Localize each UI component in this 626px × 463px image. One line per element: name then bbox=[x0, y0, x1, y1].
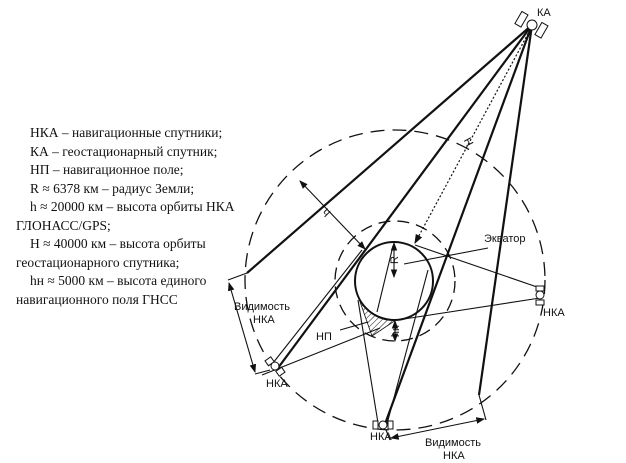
nka-line bbox=[478, 394, 487, 421]
H-label: H bbox=[462, 135, 476, 148]
ka-beam bbox=[477, 24, 534, 396]
legend-line: H ≈ 40000 км – высота орбиты bbox=[30, 236, 206, 251]
nka-line bbox=[272, 249, 363, 364]
np-leader bbox=[339, 321, 369, 331]
hn-label: hн bbox=[390, 325, 402, 337]
nka-line bbox=[254, 369, 271, 375]
nka-line bbox=[357, 299, 379, 424]
ka-beam bbox=[277, 24, 533, 369]
gnss-orbit bbox=[244, 129, 546, 431]
legend-line: навигационного поля ГНСС bbox=[16, 291, 178, 307]
R-label: R bbox=[389, 256, 401, 264]
nka-line bbox=[414, 244, 541, 289]
ka-beam bbox=[246, 24, 533, 274]
nka-bottom-satellite-icon bbox=[372, 420, 394, 430]
nka-line bbox=[403, 297, 541, 320]
ka-label: КА bbox=[537, 7, 551, 19]
nka-line bbox=[385, 429, 391, 441]
visibility-bottom-arrow bbox=[389, 417, 486, 440]
radius-line bbox=[376, 245, 394, 313]
navigation-field-boundary bbox=[334, 220, 456, 342]
visibility-bottom-label: Видимость bbox=[425, 437, 481, 449]
legend-line: h ≈ 20000 км – высота орбиты НКА bbox=[30, 199, 235, 214]
legend-line: hн ≈ 5000 км – высота единого bbox=[30, 273, 207, 288]
nka-line bbox=[386, 269, 429, 425]
legend-line: геостационарного спутника; bbox=[16, 254, 180, 270]
nka-left-satellite-icon bbox=[264, 356, 286, 377]
h-line-dotted bbox=[414, 29, 531, 245]
legend-line: НП – навигационное поле; bbox=[30, 162, 184, 177]
nka-right-satellite-icon bbox=[535, 285, 545, 306]
legend-line: ГЛОНАСС/GPS; bbox=[16, 217, 111, 233]
visibility-left-label: Видимость bbox=[234, 301, 290, 313]
equator-leader bbox=[403, 247, 489, 265]
legend-line: НКА – навигационные спутники; bbox=[30, 125, 223, 140]
nka-right-label: НКА bbox=[543, 307, 565, 319]
equator-label: Экватор bbox=[484, 233, 525, 245]
ka-satellite-icon bbox=[514, 10, 549, 39]
nka-bottom-label: НКА bbox=[370, 431, 392, 443]
legend: НКА – навигационные спутники; КА – геост… bbox=[16, 124, 235, 309]
nka-line bbox=[227, 272, 248, 281]
visibility-bottom-label: НКА bbox=[443, 450, 465, 462]
h-dimension-arrow bbox=[299, 180, 366, 250]
ka-beam bbox=[383, 24, 534, 425]
legend-line: КА – геостационарный спутник; bbox=[30, 143, 218, 159]
np-label: НП bbox=[316, 331, 332, 343]
visibility-left-arrow bbox=[227, 281, 257, 374]
nka-left-label: НКА bbox=[266, 378, 288, 390]
legend-line: R ≈ 6378 км – радиус Земли; bbox=[30, 180, 195, 196]
visibility-left-label: НКА bbox=[253, 314, 275, 326]
